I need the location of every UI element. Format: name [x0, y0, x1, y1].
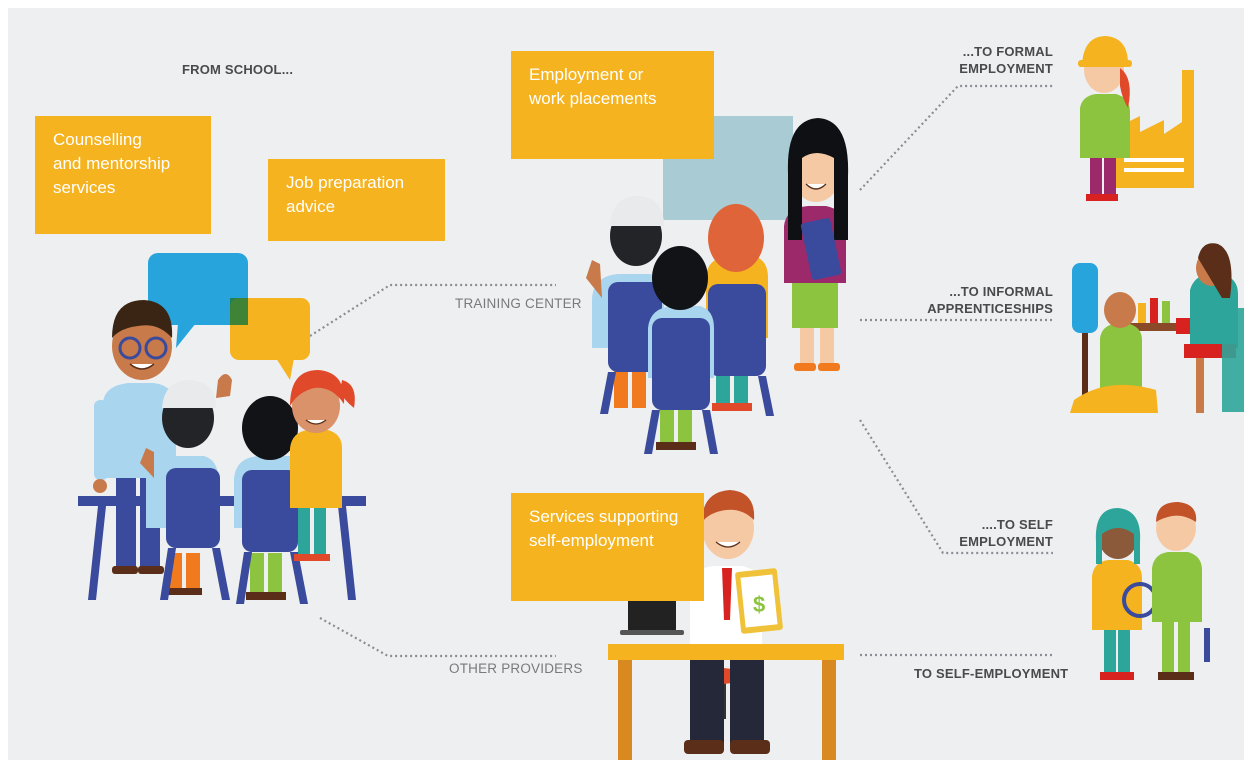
mechanic-woman-icon: [1092, 508, 1158, 680]
outcome-formal-employment: ...TO FORMAL EMPLOYMENT: [959, 44, 1053, 76]
dollar-document-icon: $: [753, 592, 765, 617]
stage-training-center: TRAINING CENTER: [455, 296, 582, 311]
student-white-cap-icon: [140, 380, 230, 600]
trainee-white-cap-icon: [586, 196, 670, 414]
tailor-workshop-icon: [1070, 243, 1244, 413]
counselling-table-icon: [78, 496, 366, 600]
outcome-informal-apprenticeships: ...TO INFORMAL APPRENTICESHIPS: [927, 284, 1053, 316]
outcome-to-self-employment: TO SELF-EMPLOYMENT: [914, 666, 1069, 681]
student-dark-hair-icon: [234, 396, 308, 604]
teacher-person-icon: [784, 118, 849, 371]
trainee-red-hair-icon: [706, 204, 774, 416]
factory-icon: [1116, 70, 1194, 188]
service-self-employment-support-box: Services supporting self-employment: [511, 493, 704, 601]
connector-self-employment: [859, 419, 1053, 555]
construction-worker-icon: [1078, 36, 1132, 201]
advisor-desk-icon: $: [608, 490, 844, 760]
connector-lines: [309, 84, 1053, 658]
connector-formal-employment: [859, 84, 1053, 191]
painter-man-icon: [1152, 502, 1210, 680]
service-employment-box: Employment or work placements: [511, 51, 714, 159]
trainee-dark-hair-icon: [644, 246, 718, 454]
speech-bubble-blue-icon: [148, 253, 248, 348]
pathways-diagram: $: [8, 8, 1244, 760]
stage-other-providers: OTHER PROVIDERS: [449, 661, 583, 676]
outcome-self-employment: ....TO SELF EMPLOYMENT: [959, 517, 1053, 549]
speech-bubble-yellow-icon: [230, 298, 310, 380]
connector-training-center: [309, 283, 556, 337]
illustration-layer: $: [78, 36, 1244, 760]
service-job-prep-box: Job preparation advice: [268, 159, 445, 241]
stage-from-school: FROM SCHOOL...: [182, 62, 294, 77]
student-girl-icon: [290, 370, 355, 561]
service-counselling-box: Counselling and mentorship services: [35, 116, 211, 234]
connector-other-providers: [319, 617, 556, 658]
